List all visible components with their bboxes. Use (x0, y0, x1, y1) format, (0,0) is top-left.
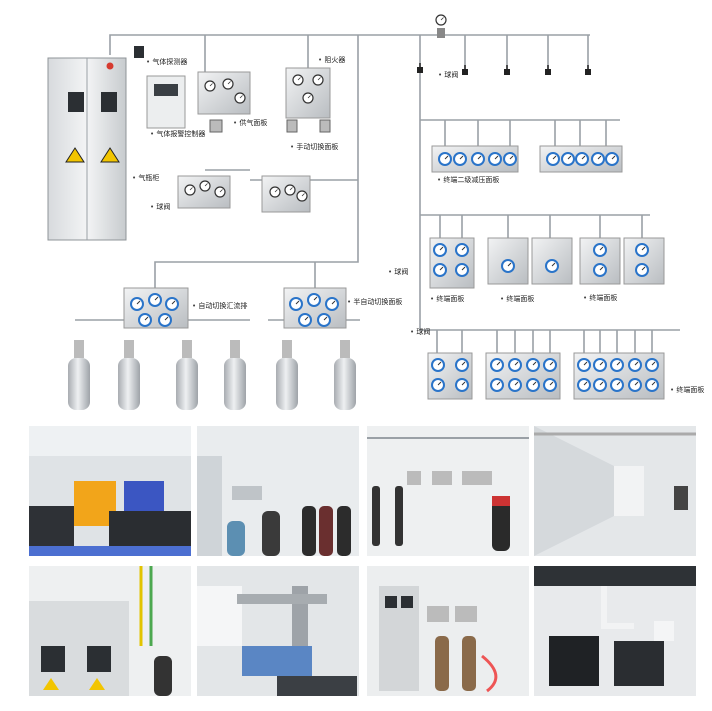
label-flame-arrester: 阻火器 (318, 56, 345, 65)
label-terminal-panel-1: 终端面板 (430, 295, 464, 304)
diagram-svg (47, 14, 680, 410)
gas-cylinder-cabinet (47, 57, 127, 241)
auto-switch-manifold (123, 287, 189, 329)
label-ball-valve-1: 球阀 (150, 203, 170, 212)
alarm-controller (146, 75, 186, 129)
label-terminal-panel-2: 终端面板 (500, 295, 534, 304)
label-terminal-panel-3: 终端面板 (583, 294, 617, 303)
label-alarm-controller: 气体报警控制器 (150, 130, 205, 139)
gas-detector (134, 46, 144, 58)
label-ball-valve-2: 球阀 (438, 71, 458, 80)
photo-cylinder-room (197, 426, 359, 556)
photo-grid (29, 426, 696, 702)
terminal-panels-row2 (429, 237, 665, 289)
label-semi-auto-panel: 半自动切换面板 (347, 298, 402, 307)
supply-panel (197, 71, 251, 133)
label-cabinet: 气瓶柜 (132, 174, 159, 183)
switch-panel-mid (177, 175, 311, 213)
label-gas-detector: 气体探测器 (146, 58, 187, 67)
main-regulator (435, 14, 447, 38)
photo-corridor (534, 426, 696, 556)
photo-lab-bench (29, 426, 191, 556)
label-terminal-panel-4: 终端面板 (670, 386, 704, 395)
photo-cabinet-panels (367, 566, 529, 696)
label-manual-switch-panel: 手动切换面板 (290, 143, 338, 152)
photo-instrument-lab (534, 566, 696, 696)
photo-gas-cabinet (29, 566, 191, 696)
label-secondary-reducer: 终端二级减压面板 (437, 176, 499, 185)
photo-wall-panels (367, 426, 529, 556)
label-auto-manifold: 自动切换汇流排 (192, 302, 247, 311)
semi-auto-panel (283, 287, 347, 329)
secondary-reducer-panels (431, 145, 623, 173)
gas-cylinders (68, 340, 356, 410)
photo-fume-lab (197, 566, 359, 696)
manual-switch-panel (285, 67, 331, 133)
terminal-panels-row3 (427, 352, 665, 400)
label-ball-valve-4: 球阀 (410, 328, 430, 337)
label-ball-valve-3: 球阀 (388, 268, 408, 277)
gas-system-diagram: 气体探测器 气体报警控制器 供气面板 阻火器 手动切换面板 气瓶柜 球阀 球阀 … (0, 0, 712, 415)
label-supply-panel: 供气面板 (233, 119, 267, 128)
